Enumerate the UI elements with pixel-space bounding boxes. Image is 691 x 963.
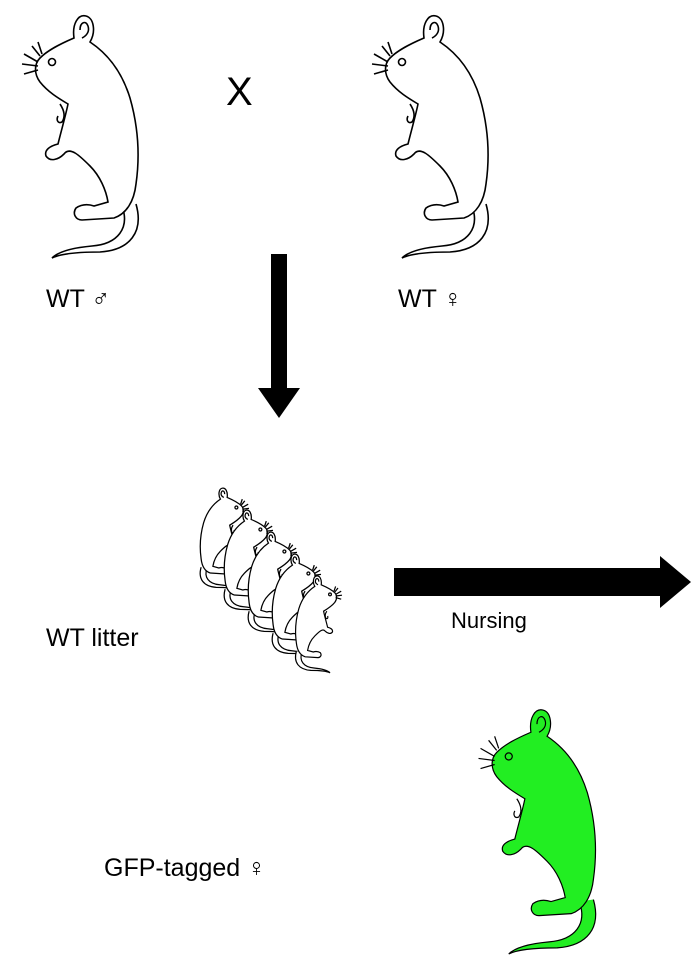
wt-litter-mice-icon: [186, 484, 366, 674]
gfp-tagged-mouse-icon: [468, 700, 614, 960]
wt-male-label: WT ♂: [46, 287, 110, 312]
nursing-label: Nursing: [451, 610, 527, 632]
down-arrow-icon: [258, 254, 300, 418]
wt-male-mouse-icon: [14, 6, 154, 264]
gfp-tagged-label: GFP-tagged ♀: [104, 856, 266, 881]
wt-female-label: WT ♀: [398, 287, 462, 312]
wt-female-mouse-icon: [364, 6, 504, 264]
cross-symbol: X: [226, 72, 253, 112]
right-arrow-icon: [394, 556, 691, 608]
wt-litter-label: WT litter: [46, 626, 139, 651]
